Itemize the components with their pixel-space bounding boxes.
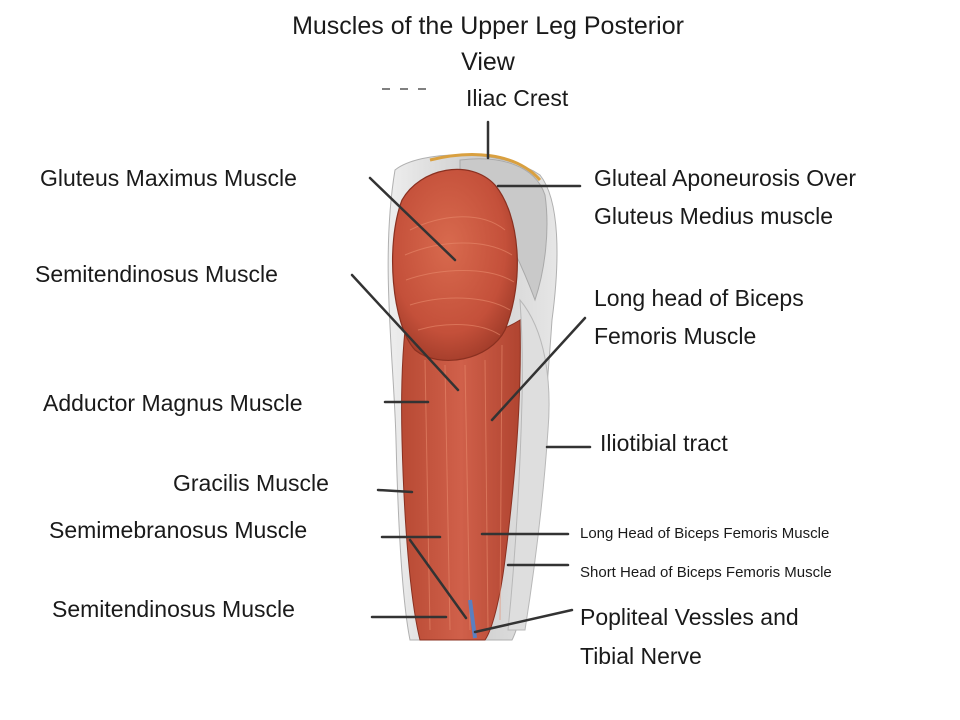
label-biceps-long-head-line1: Long head of Biceps <box>594 285 804 311</box>
iliotibial-tract-strip <box>507 298 550 631</box>
label-biceps-long-head-line2: Femoris Muscle <box>594 323 757 349</box>
label-iliotibial-tract: Iliotibial tract <box>600 430 728 456</box>
label-gracilis: Gracilis Muscle <box>173 470 329 496</box>
label-adductor-magnus: Adductor Magnus Muscle <box>43 390 303 416</box>
leader-gluteus-maximus <box>368 176 457 262</box>
leader-biceps-long-head <box>490 316 587 422</box>
label-semimembranosus: Semimebranosus Muscle <box>49 517 308 543</box>
leader-semitendinosus-upper <box>350 273 460 392</box>
label-gluteal-aponeurosis-line2: Gluteus Medius muscle <box>594 203 834 229</box>
label-popliteal-line1: Popliteal Vessles and <box>580 604 799 630</box>
diagram-title-line1: Muscles of the Upper Leg Posterior <box>292 12 684 40</box>
muscle-fibers <box>404 216 515 631</box>
thigh-muscles <box>401 319 521 641</box>
label-biceps-long-head-lower: Long Head of Biceps Femoris Muscle <box>580 525 830 542</box>
gluteus-maximus-shape <box>391 168 518 361</box>
diagram-title-line2: View <box>461 48 515 76</box>
label-semitendinosus-upper: Semitendinosus Muscle <box>35 261 278 287</box>
iliac-crest-rim <box>429 153 542 181</box>
leader-gracilis <box>376 488 414 494</box>
leader-semimembranosus-diag <box>408 538 468 620</box>
label-biceps-short-head: Short Head of Biceps Femoris Muscle <box>580 564 832 581</box>
label-gluteus-maximus: Gluteus Maximus Muscle <box>40 165 297 191</box>
label-gluteal-aponeurosis-line1: Gluteal Aponeurosis Over <box>594 165 857 191</box>
leader-popliteal <box>473 608 574 634</box>
label-semitendinosus-lower: Semitendinosus Muscle <box>52 596 295 622</box>
label-popliteal-line2: Tibial Nerve <box>580 643 702 669</box>
diagram-title: Muscles of the Upper Leg Posterior View <box>250 8 726 80</box>
label-iliac-crest: Iliac Crest <box>466 85 569 111</box>
